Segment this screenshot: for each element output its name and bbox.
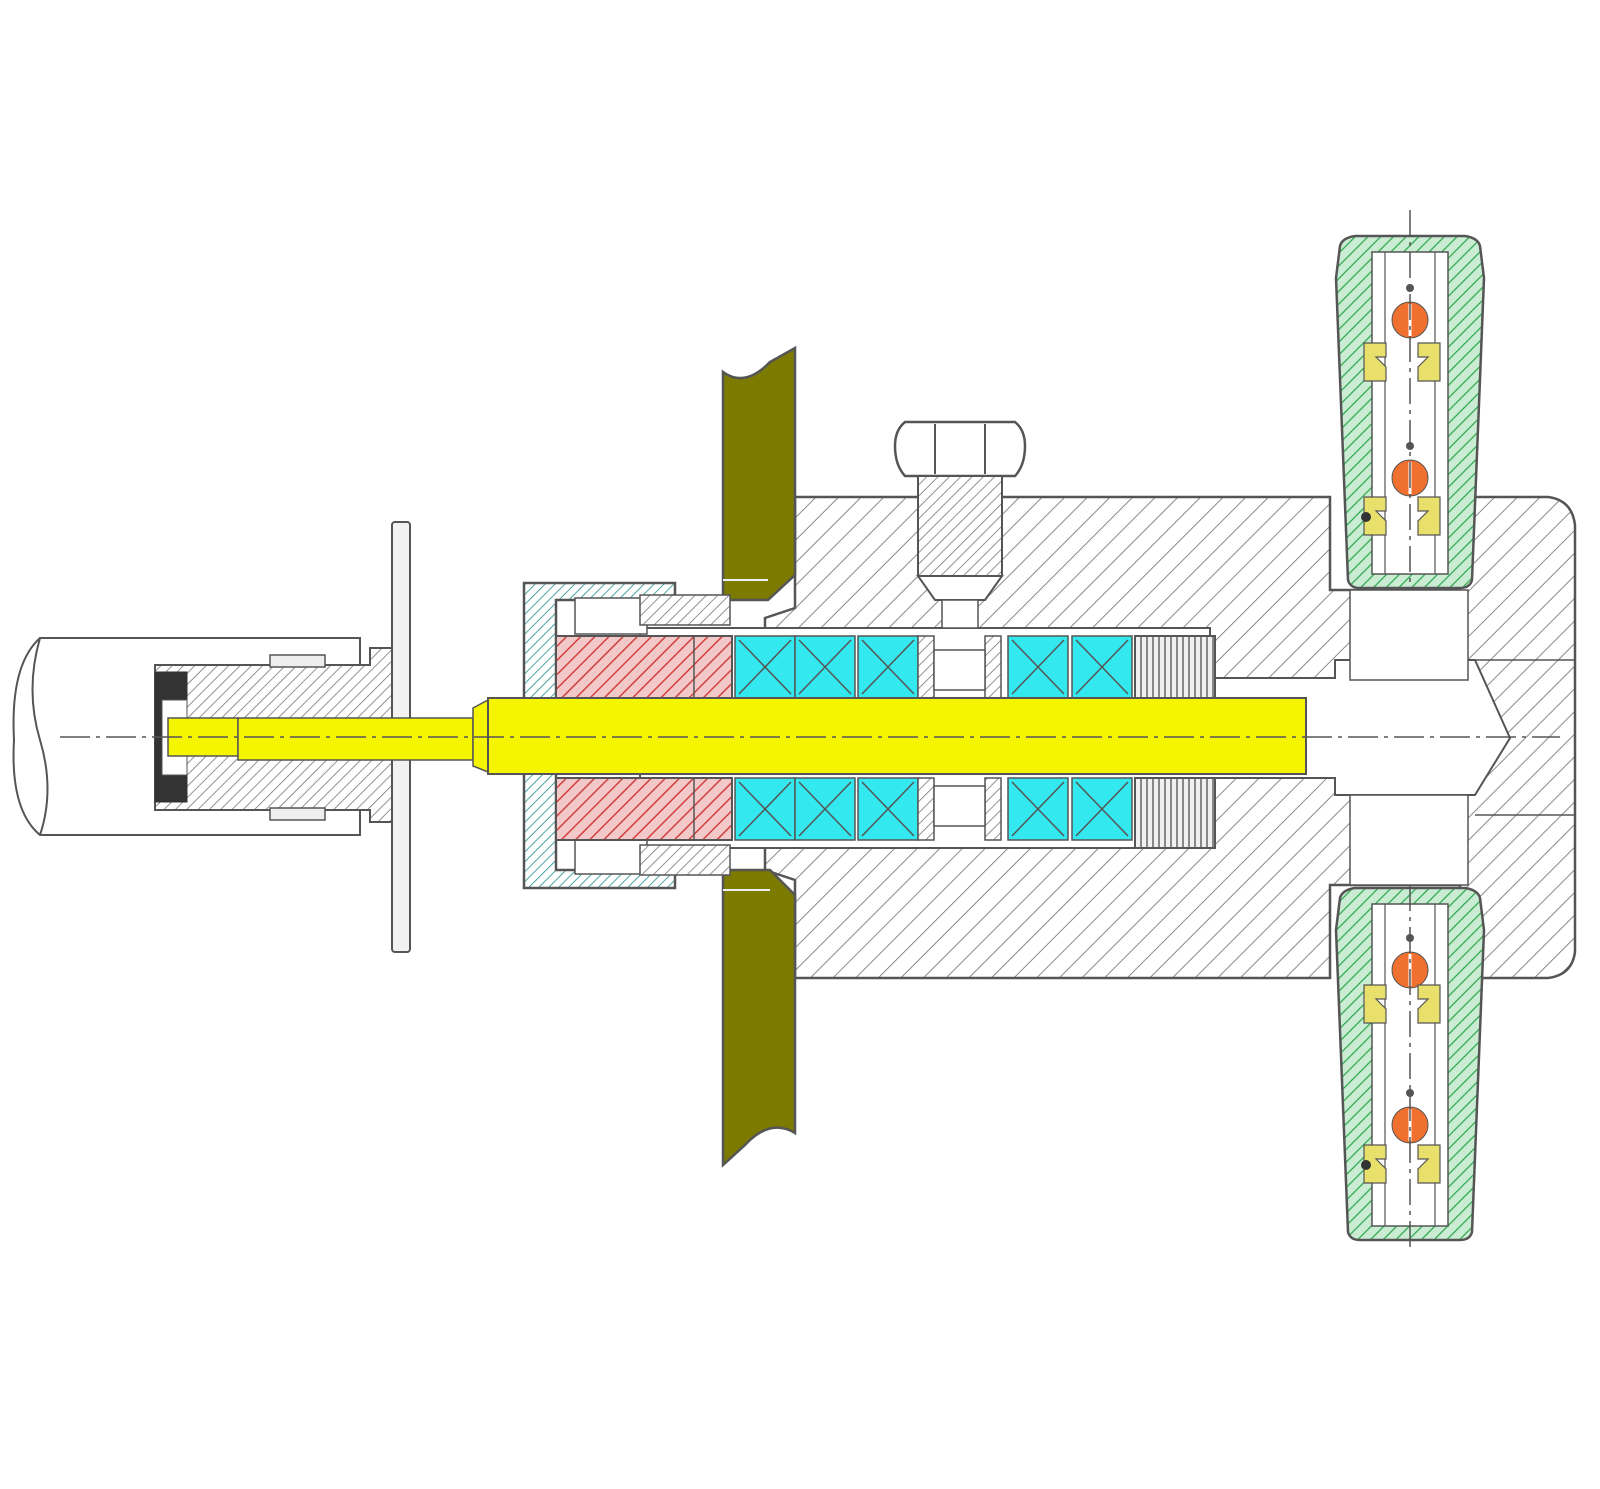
clip [1417,496,1441,536]
clip [1417,342,1441,382]
labyrinth-seal [555,635,733,841]
bearing [734,777,796,841]
bearing-spacer [917,635,1002,841]
bearing [857,635,919,699]
bearing-cross [1075,639,1129,695]
bulkhead-plate-top [721,345,797,602]
main-shaft [167,697,1307,775]
bearing [1007,777,1069,841]
bearing [857,777,919,841]
bearing-cross [1011,781,1065,837]
clip [1363,1144,1387,1184]
bearing-cross [1075,781,1129,837]
bearing [794,777,856,841]
bearing-cross [738,781,792,837]
bearing [794,635,856,699]
bearing-cross [861,639,915,695]
bearing-cross [861,781,915,837]
ball-pin [1406,1089,1414,1097]
bulkhead-plate-bottom [721,868,797,1168]
bearing-cross [798,639,852,695]
clip [1363,984,1387,1024]
bearing [1071,635,1133,699]
bearing-cross [738,639,792,695]
clip [1417,1144,1441,1184]
clip [1363,342,1387,382]
bearing-cross [1011,639,1065,695]
clip [1417,984,1441,1024]
lock-nut [1134,635,1216,849]
hex-plug [893,420,1027,629]
set-screw [1361,1160,1371,1170]
clip [1363,496,1387,536]
bearing-stack [734,635,1133,841]
bearing [1007,635,1069,699]
bearing [734,635,796,699]
set-screw [1361,512,1371,522]
bearing-cross [798,781,852,837]
bearing [1071,777,1133,841]
